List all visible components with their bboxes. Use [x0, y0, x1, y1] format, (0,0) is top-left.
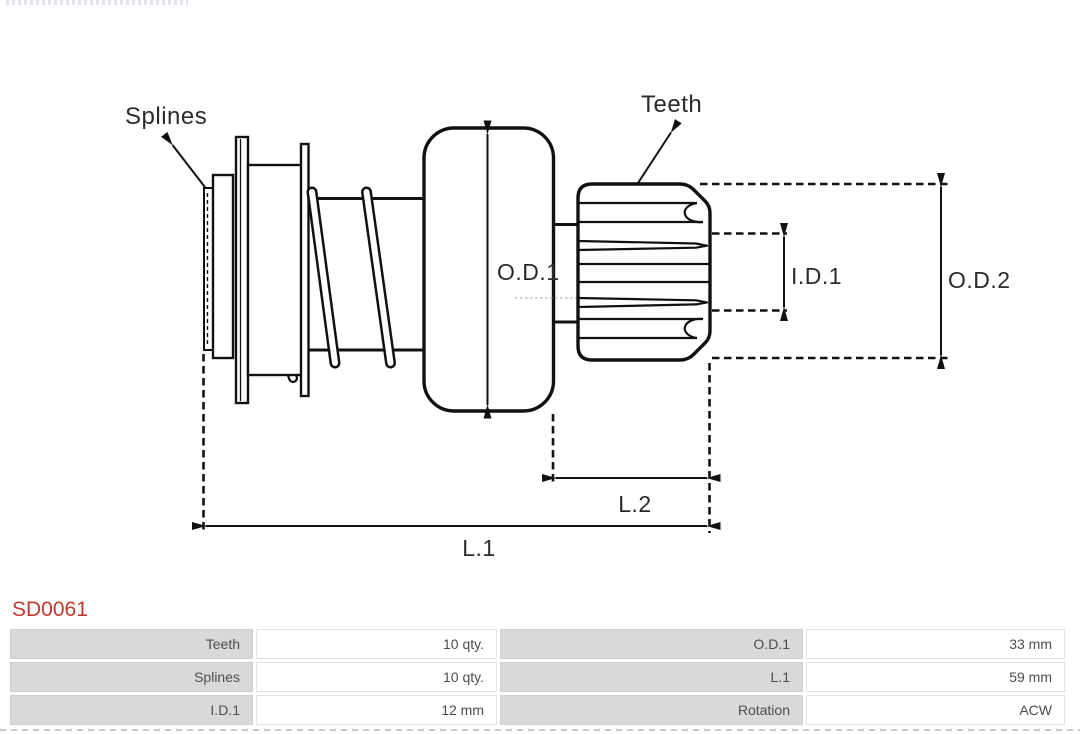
- l2-label: L.2: [618, 491, 651, 517]
- spec-value-cell: 10 qty.: [256, 629, 497, 659]
- teeth-callout: Teeth: [637, 91, 702, 184]
- l1-label: L.1: [462, 535, 495, 561]
- spring-coils: [306, 186, 396, 369]
- spring-washer-disc: [299, 142, 310, 398]
- spec-value-cell: ACW: [806, 695, 1065, 725]
- l2-dimension: L.2: [542, 474, 721, 517]
- spec-label-cell: Teeth: [10, 629, 253, 659]
- spec-label-cell: Splines: [10, 662, 253, 692]
- shaft-collar: [211, 173, 235, 360]
- splines-arrow: [161, 131, 207, 190]
- front-washer-disc: [234, 135, 250, 405]
- splines-label: Splines: [125, 103, 207, 130]
- od2-dimension: O.D.2: [937, 173, 1011, 369]
- spec-value-cell: 33 mm: [806, 629, 1065, 659]
- spec-label-cell: Rotation: [500, 695, 803, 725]
- spec-value-cell: 59 mm: [806, 662, 1065, 692]
- spec-label-cell: O.D.1: [500, 629, 803, 659]
- spline-shaft-end: [203, 187, 214, 351]
- id1-label: I.D.1: [791, 263, 842, 289]
- pinion-gear: [576, 182, 712, 362]
- spec-value-cell: 12 mm: [256, 695, 497, 725]
- od1-label: O.D.1: [497, 259, 560, 285]
- pinion-shaft-stub: [553, 223, 579, 324]
- part-number: SD0061: [12, 598, 88, 621]
- teeth-arrow: [637, 119, 682, 184]
- pinion-teeth-lines: [577, 201, 710, 340]
- id1-dimension: I.D.1: [780, 223, 842, 321]
- od1-dimension: O.D.1: [483, 120, 560, 419]
- extension-lines: [202, 182, 949, 533]
- teeth-label: Teeth: [641, 91, 702, 118]
- spec-table: Teeth 10 qty. O.D.1 33 mm Splines 10 qty…: [10, 629, 1065, 725]
- spec-label-cell: I.D.1: [10, 695, 253, 725]
- logo-edge-decoration: [6, 0, 188, 5]
- hub-cylinder: [246, 163, 304, 377]
- spec-value-cell: 10 qty.: [256, 662, 497, 692]
- table-next-row-edge: [0, 729, 1080, 731]
- splines-callout: Splines: [125, 103, 207, 190]
- spec-label-cell: L.1: [500, 662, 803, 692]
- od2-label: O.D.2: [948, 267, 1011, 293]
- l1-dimension: L.1: [192, 522, 721, 561]
- technical-drawing: Splines Teeth O.D.1 I.D.1 O.D.2 L.2 L.1: [125, 91, 1011, 561]
